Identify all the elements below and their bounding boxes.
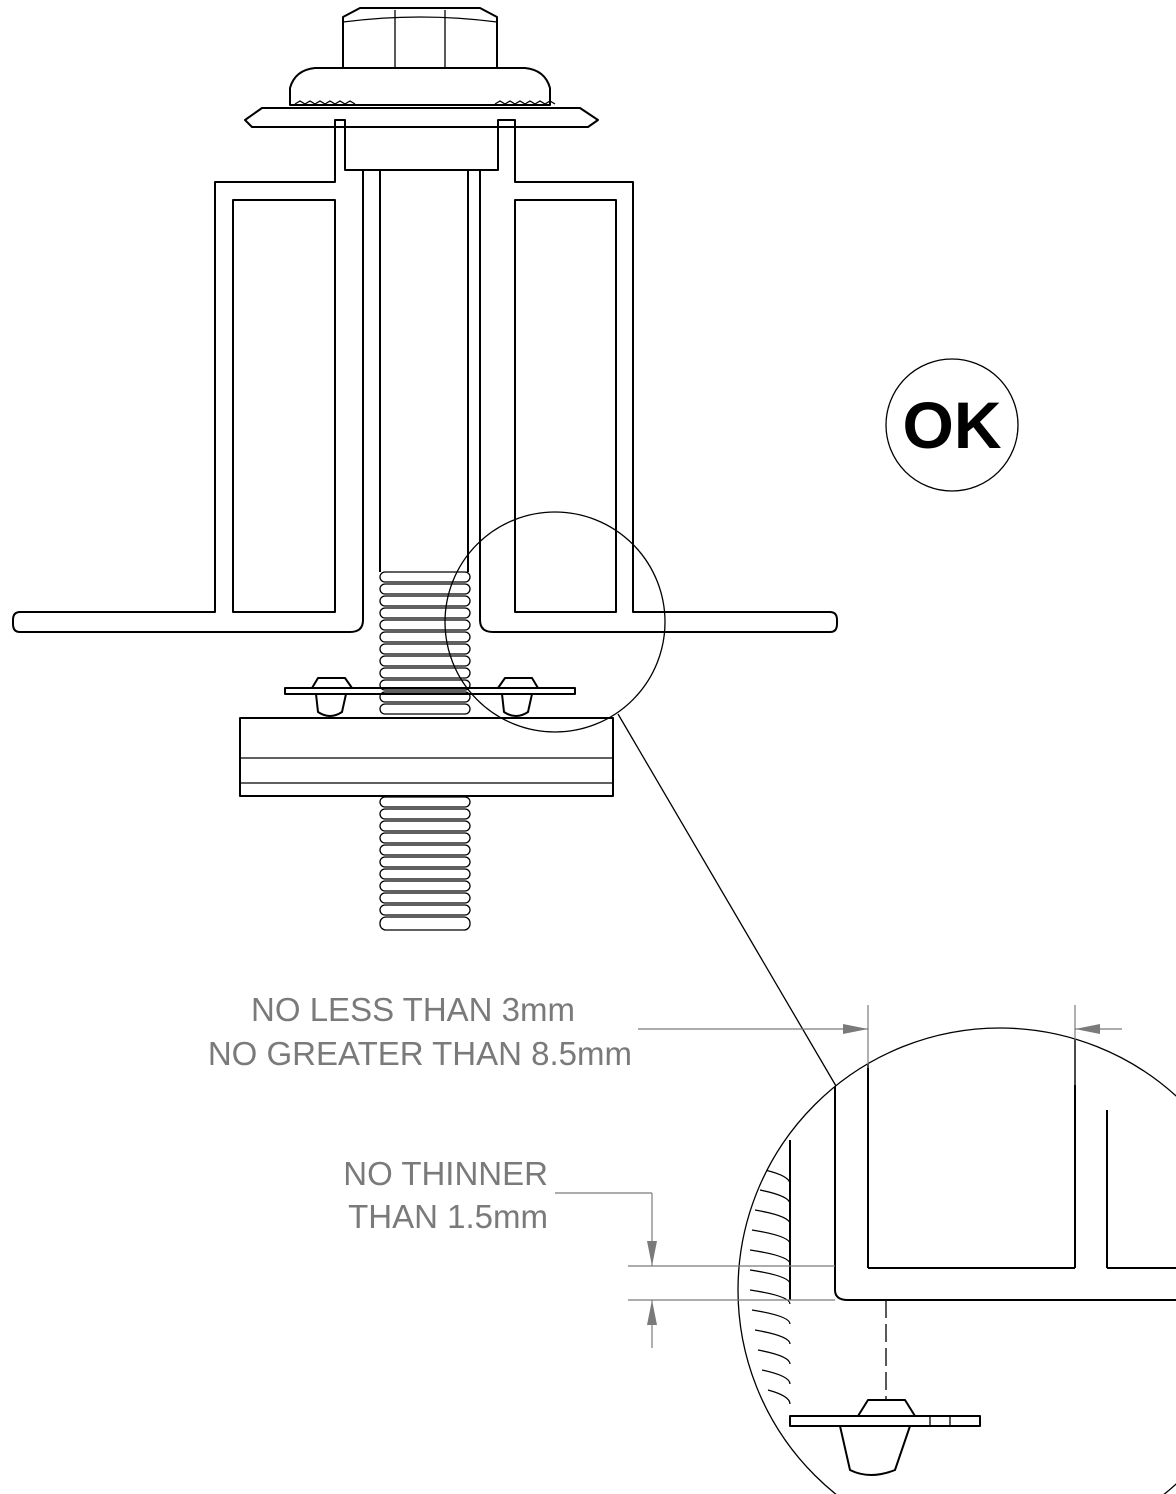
threaded-rod [379, 571, 471, 931]
gap-label-line1: NO LESS THAN 3mm [251, 991, 575, 1028]
thickness-dimension [555, 1192, 835, 1348]
thickness-label-line1: NO THINNER [343, 1155, 548, 1192]
base-plate [239, 717, 614, 797]
ok-badge: OK [885, 358, 1019, 492]
bolt-head [342, 7, 498, 69]
gap-label-line2: NO GREATER THAN 8.5mm [208, 1035, 632, 1072]
detail-callout [444, 511, 837, 1087]
thickness-label-line2: THAN 1.5mm [348, 1198, 548, 1235]
detail-view [737, 1027, 1176, 1494]
gap-dimension [638, 1005, 1122, 1085]
bonding-clip [284, 677, 576, 717]
ok-badge-text: OK [903, 388, 1002, 462]
rail-profile [12, 119, 838, 633]
bolt-flange [244, 67, 599, 128]
